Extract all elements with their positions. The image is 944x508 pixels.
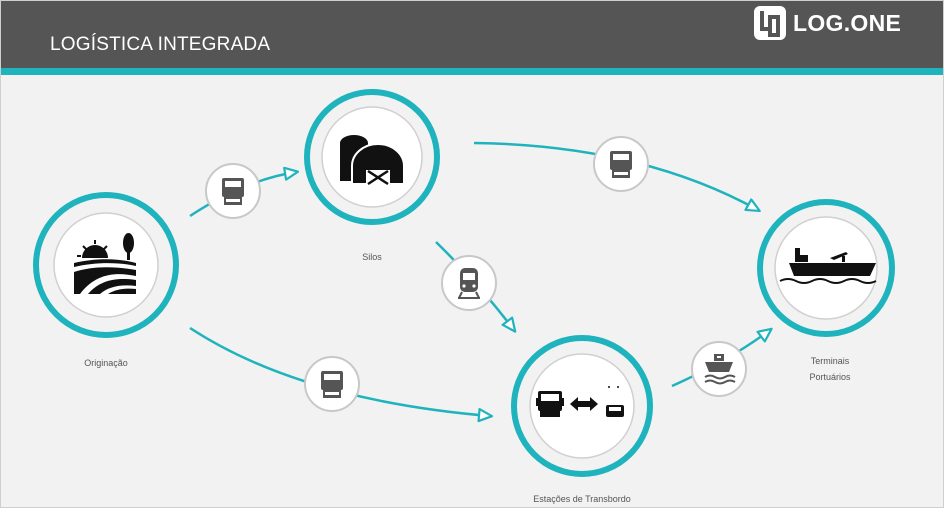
logo-text: LOG.ONE bbox=[793, 9, 902, 36]
truck-train-transfer-icon bbox=[536, 386, 624, 417]
badge-train-silos-transshipment bbox=[441, 255, 497, 311]
label-silos: Silos bbox=[362, 252, 382, 262]
node-terminals bbox=[757, 199, 895, 337]
node-silos bbox=[304, 89, 440, 225]
badge-truck-origination-silos bbox=[205, 163, 261, 219]
cargo-ship-icon bbox=[779, 248, 877, 284]
ship-icon bbox=[704, 354, 736, 385]
truck-icon bbox=[610, 151, 632, 178]
logo-mark-icon bbox=[754, 6, 786, 40]
label-terminals-line1: Terminais bbox=[810, 356, 850, 366]
label-transshipment: Estações de Transbordo bbox=[533, 494, 631, 504]
label-terminals-line2: Portuários bbox=[809, 372, 851, 382]
node-origination bbox=[33, 192, 179, 338]
farm-field-icon bbox=[74, 233, 136, 294]
header-accent-strip bbox=[0, 68, 944, 75]
badge-truck-silos-terminals bbox=[593, 136, 649, 192]
badge-ship-transshipment-terminals bbox=[691, 341, 747, 397]
train-icon bbox=[458, 268, 480, 299]
label-terminals: Terminais Portuários bbox=[780, 353, 880, 385]
badge-truck-origination-transshipment bbox=[304, 356, 360, 412]
truck-icon bbox=[321, 371, 343, 398]
truck-icon bbox=[222, 178, 244, 205]
logo: LOG.ONE bbox=[753, 5, 901, 41]
header-bar bbox=[0, 0, 944, 68]
label-origination: Originação bbox=[84, 358, 128, 368]
silo-warehouse-icon bbox=[340, 135, 405, 186]
node-transshipment bbox=[511, 335, 653, 477]
page-title: LOGÍSTICA INTEGRADA bbox=[50, 34, 271, 55]
